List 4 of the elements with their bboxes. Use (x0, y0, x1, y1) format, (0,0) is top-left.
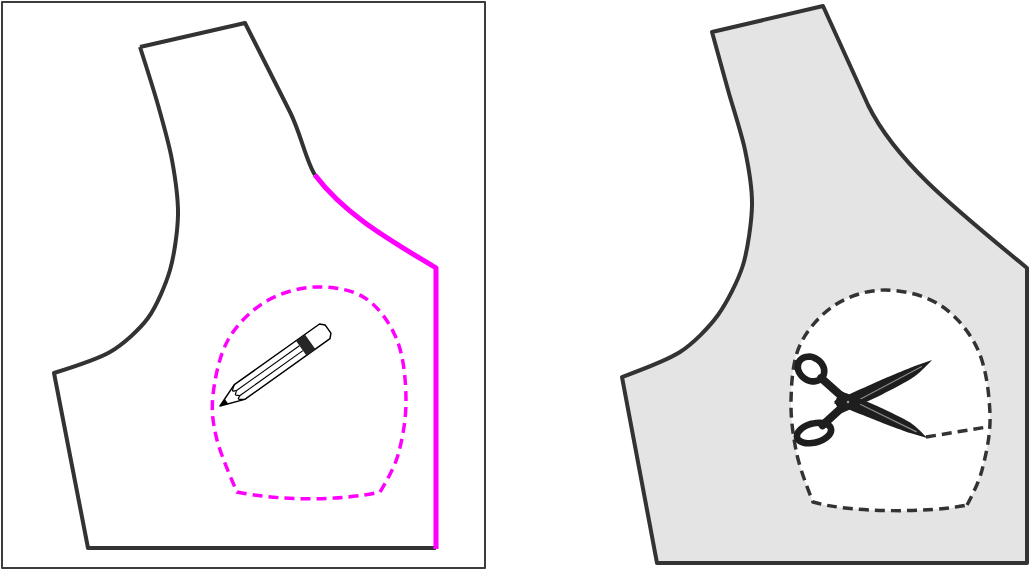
paper-frame (1, 1, 486, 569)
pattern-piece (52, 21, 438, 550)
pocket-outline (210, 285, 408, 501)
pocket-outline (789, 288, 992, 513)
